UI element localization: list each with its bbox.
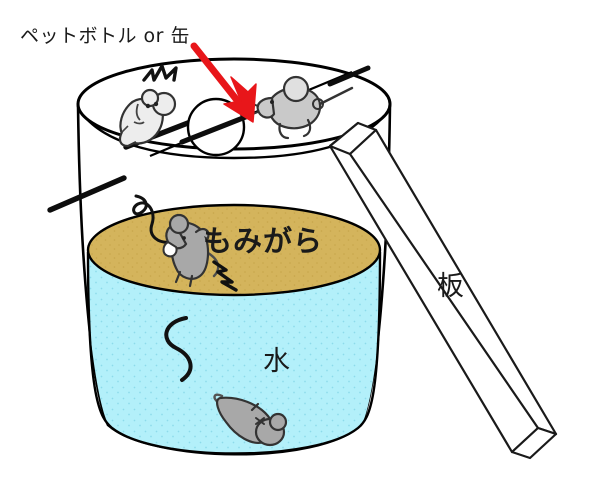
mouse-on-husks — [162, 213, 220, 288]
squiggle-water — [164, 316, 193, 382]
rice-husk-layer — [86, 203, 382, 297]
label-rice-husks: もみがら — [203, 224, 324, 258]
water-edge-line — [86, 251, 382, 455]
squiggle-husk — [132, 194, 174, 244]
board-bottom-end — [510, 426, 558, 460]
bottle-on-rod[interactable] — [179, 97, 251, 157]
ramp-board[interactable] — [328, 121, 558, 460]
mouse-in-water — [213, 393, 288, 447]
rice-husk-surface — [86, 203, 382, 297]
startle-mark-rim — [142, 64, 178, 82]
mouse-rim-left — [118, 88, 177, 148]
label-bottle-or-can: ペットボトル or 缶 — [20, 25, 191, 47]
pointer-arrow — [190, 42, 257, 123]
mouse-rim-right — [249, 75, 354, 140]
water-body — [88, 252, 380, 454]
label-water: 水 — [263, 346, 290, 377]
rod-through-bottle — [179, 113, 251, 145]
startle-mark-husk — [212, 260, 238, 292]
label-board: 板 — [437, 271, 464, 302]
water-fill — [88, 252, 380, 454]
stick-left — [47, 175, 127, 213]
